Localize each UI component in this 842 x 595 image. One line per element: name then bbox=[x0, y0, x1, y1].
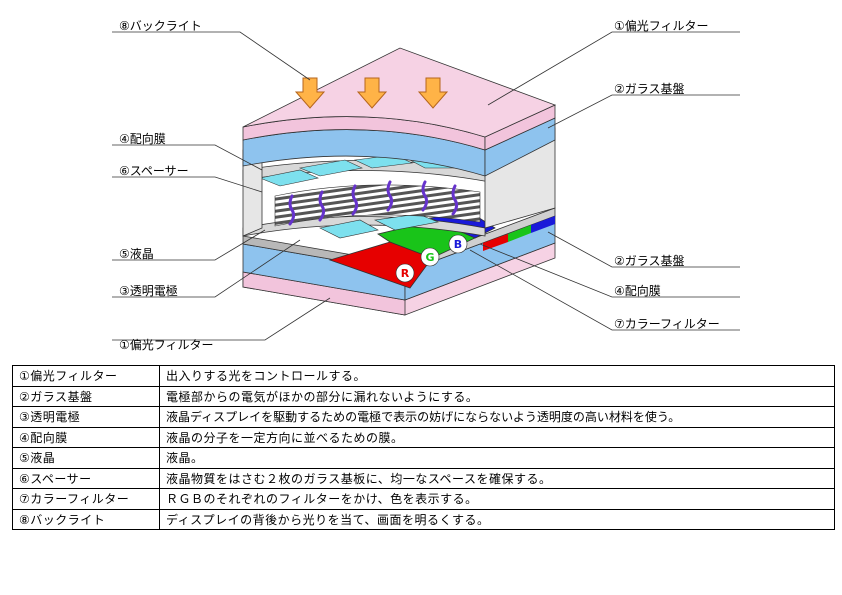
arrow-icon bbox=[294, 77, 326, 109]
callout-alignment-right: ④配向膜 bbox=[614, 283, 661, 298]
callout-liquid-crystal: ⑤液晶 bbox=[119, 246, 154, 261]
legend-term: ②ガラス基盤 bbox=[12, 385, 160, 407]
callout-spacer: ⑥スペーサー bbox=[119, 164, 189, 178]
legend-term: ⑧バックライト bbox=[12, 508, 160, 530]
color-filter-rgb: R G B bbox=[328, 211, 496, 289]
table-row: ⑤液晶 液晶。 bbox=[12, 447, 835, 469]
callout-backlight: ⑧バックライト bbox=[119, 19, 202, 33]
legend-description: 液晶。 bbox=[159, 447, 835, 469]
legend-term: ⑤液晶 bbox=[12, 447, 160, 469]
legend-term: ①偏光フィルター bbox=[12, 365, 160, 387]
table-row: ③透明電極 液晶ディスプレイを駆動するための電極で表示の妨げにならないよう透明度… bbox=[12, 406, 835, 428]
callout-polarizer-top: ①偏光フィルター bbox=[614, 18, 709, 33]
rgb-label-g: G bbox=[425, 251, 434, 264]
rgb-label-r: R bbox=[401, 267, 410, 280]
callout-polarizer-bottom: ①偏光フィルター bbox=[119, 337, 214, 352]
table-row: ⑦カラーフィルター ＲＧＢのそれぞれのフィルターをかけ、色を表示する。 bbox=[12, 488, 835, 510]
legend-description: 出入りする光をコントロールする。 bbox=[159, 365, 835, 387]
table-row: ⑧バックライト ディスプレイの背後から光りを当て、画面を明るくする。 bbox=[12, 508, 835, 530]
arrow-icon bbox=[417, 77, 449, 109]
leader-lines bbox=[112, 31, 740, 341]
table-row: ⑥スペーサー 液晶物質をはさむ２枚のガラス基板に、均一なスペースを確保する。 bbox=[12, 467, 835, 489]
liquid-crystal-layer bbox=[274, 184, 481, 227]
lower-spacers bbox=[319, 213, 440, 239]
legend-description: ディスプレイの背後から光りを当て、画面を明るくする。 bbox=[159, 508, 835, 530]
callout-alignment-left: ④配向膜 bbox=[119, 131, 166, 146]
table-row: ④配向膜 液晶の分子を一定方向に並べるための膜。 bbox=[12, 426, 835, 448]
legend-table: ①偏光フィルター 出入りする光をコントロールする。 ②ガラス基盤 電極部からの電… bbox=[12, 365, 835, 530]
callout-electrode: ③透明電極 bbox=[119, 283, 178, 298]
legend-description: 電極部からの電気がほかの部分に漏れないようにする。 bbox=[159, 385, 835, 407]
callout-glass-top: ②ガラス基盤 bbox=[614, 82, 685, 96]
legend-description: ＲＧＢのそれぞれのフィルターをかけ、色を表示する。 bbox=[159, 488, 835, 510]
legend-description: 液晶ディスプレイを駆動するための電極で表示の妨げにならないよう透明度の高い材料を… bbox=[159, 406, 835, 428]
rgb-label-b: B bbox=[454, 238, 462, 251]
legend-term: ⑦カラーフィルター bbox=[12, 488, 160, 510]
legend-description: 液晶物質をはさむ２枚のガラス基板に、均一なスペースを確保する。 bbox=[159, 467, 835, 489]
table-row: ①偏光フィルター 出入りする光をコントロールする。 bbox=[12, 365, 835, 387]
callout-glass-right: ②ガラス基盤 bbox=[614, 254, 685, 268]
top-polarizer bbox=[242, 47, 557, 151]
legend-description: 液晶の分子を一定方向に並べるための膜。 bbox=[159, 426, 835, 448]
backlight-arrows bbox=[294, 77, 449, 109]
callout-color-filter: ⑦カラーフィルター bbox=[614, 317, 720, 331]
lcd-structure-diagram: R G B bbox=[112, 18, 740, 352]
arrow-icon bbox=[356, 77, 388, 109]
legend-term: ③透明電極 bbox=[12, 406, 160, 428]
legend-term: ④配向膜 bbox=[12, 426, 160, 448]
liquid-crystal-molecules bbox=[288, 180, 459, 226]
table-row: ②ガラス基盤 電極部からの電気がほかの部分に漏れないようにする。 bbox=[12, 385, 835, 407]
legend-term: ⑥スペーサー bbox=[12, 467, 160, 489]
